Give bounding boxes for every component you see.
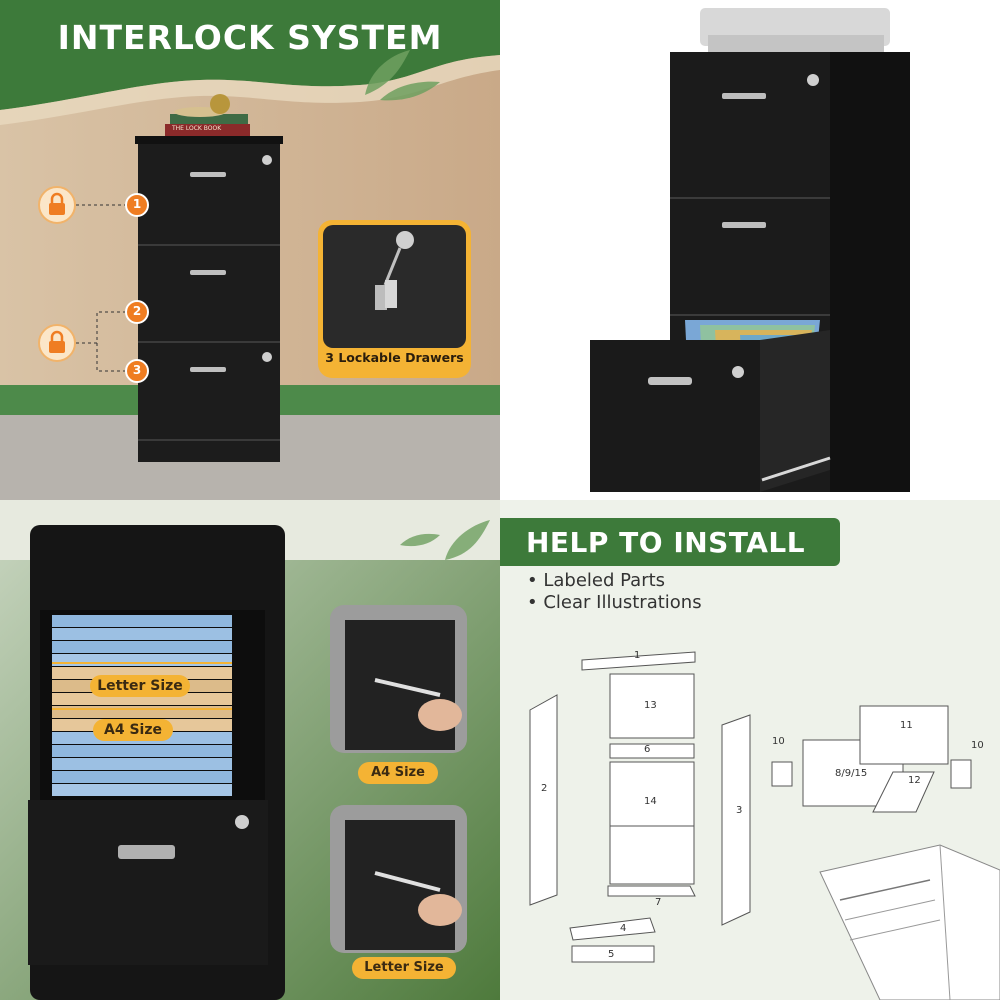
cabinet-product-image xyxy=(590,8,910,492)
part-label-3: 3 xyxy=(736,805,743,816)
interlock-scene xyxy=(0,0,500,500)
marker-1: 1 xyxy=(132,197,142,211)
part-label-10-left: 10 xyxy=(772,736,785,747)
part-label-10-right: 10 xyxy=(971,740,984,751)
install-bullet-1-text: Labeled Parts xyxy=(543,570,666,591)
book-title: THE LOCK BOOK xyxy=(172,125,222,132)
leaf-decoration xyxy=(365,50,440,101)
interlock-title: INTERLOCK SYSTEM xyxy=(57,18,443,57)
install-bullet-2-text: Clear Illustrations xyxy=(543,592,702,613)
inset-letter-caption: Letter Size xyxy=(352,957,456,979)
parts-diagram xyxy=(529,651,1000,1000)
part-label-2: 2 xyxy=(541,783,548,794)
part-label-14: 14 xyxy=(644,796,657,807)
install-panel: HELP TO INSTALL • Labeled Parts • Clear … xyxy=(500,500,1000,1000)
part-label-7: 7 xyxy=(655,897,662,908)
marker-3: 3 xyxy=(132,363,142,377)
install-bullet-1: • Labeled Parts xyxy=(527,570,666,591)
part-label-13: 13 xyxy=(644,700,657,711)
a4-size-label: A4 Size xyxy=(93,719,173,741)
hanging-files xyxy=(52,615,232,796)
part-label-1: 1 xyxy=(634,650,641,661)
file-size-panel: Letter Size A4 Size A4 Size Letter Size xyxy=(0,500,500,1000)
install-title: HELP TO INSTALL xyxy=(526,526,806,559)
part-label-6: 6 xyxy=(644,744,651,755)
instruction-manual xyxy=(819,844,1000,1000)
cabinet-product-panel xyxy=(500,0,1000,500)
marker-2: 2 xyxy=(132,304,142,318)
inset-a4-caption: A4 Size xyxy=(358,762,438,784)
key-zoom-callout xyxy=(318,220,471,378)
part-label-5: 5 xyxy=(608,949,615,960)
part-label-12: 12 xyxy=(908,775,921,786)
file-size-scene xyxy=(0,500,500,1000)
lock-icon xyxy=(38,186,76,224)
lockable-drawers-caption: 3 Lockable Drawers xyxy=(325,350,464,365)
part-label-4: 4 xyxy=(620,923,627,934)
part-label-11: 11 xyxy=(900,720,913,731)
install-title-banner xyxy=(500,518,840,566)
lock-icon xyxy=(38,324,76,362)
part-label-8-9-15: 8/9/15 xyxy=(835,768,868,779)
install-bullet-2: • Clear Illustrations xyxy=(527,592,702,613)
leaf-decoration xyxy=(400,520,490,560)
cabinet-illustration xyxy=(135,94,283,462)
letter-size-label: Letter Size xyxy=(90,675,190,697)
interlock-panel: INTERLOCK SYSTEM THE LOCK BOOK 1 2 3 3 L… xyxy=(0,0,500,500)
